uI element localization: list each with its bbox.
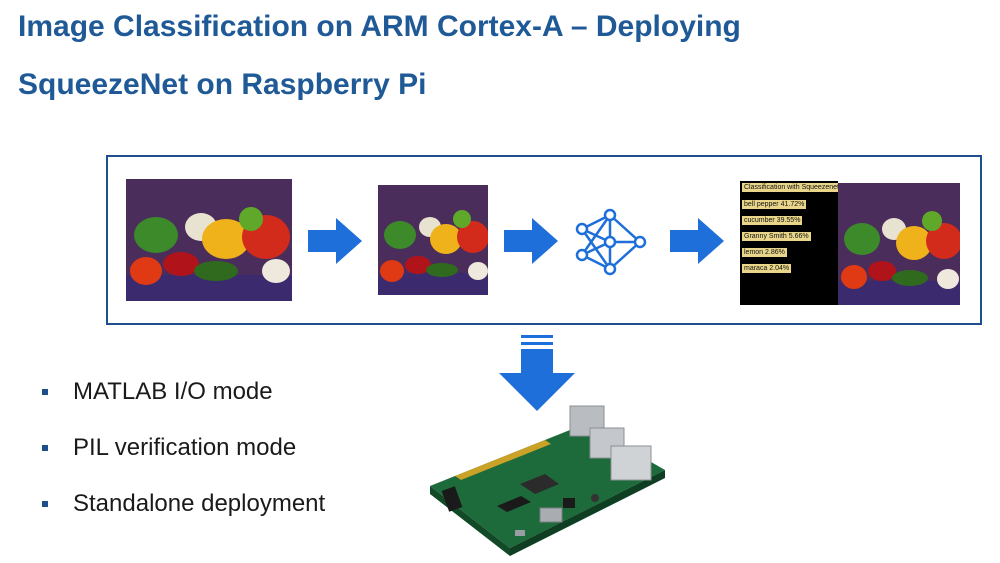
prediction-2: cucumber 39.55%: [742, 216, 803, 225]
feature-list: MATLAB I/O mode PIL verification mode St…: [40, 372, 325, 540]
neural-network-icon: [575, 208, 647, 276]
arrow-right-icon: [504, 218, 558, 264]
prediction-3: Granny Smith 5.66%: [742, 232, 811, 241]
result-title: Classification with Squeezenet: [742, 183, 841, 192]
list-item: MATLAB I/O mode: [40, 372, 325, 428]
arrow-right-icon: [670, 218, 724, 264]
bullet-icon: [42, 389, 48, 395]
list-item-text: PIL verification mode: [73, 434, 297, 461]
list-item: PIL verification mode: [40, 428, 325, 484]
prediction-5: maraca 2.04%: [742, 264, 792, 273]
raspberry-pi-board-image: [430, 405, 665, 556]
output-image-peppers: [838, 183, 960, 305]
list-item: Standalone deployment: [40, 484, 325, 540]
classification-result-panel: Classification with Squeezenet bell pepp…: [740, 181, 841, 305]
arrow-down-icon: [499, 335, 575, 411]
slide-title-line-2: SqueezeNet on Raspberry Pi: [18, 68, 427, 101]
pipeline-diagram: Classification with Squeezenet bell pepp…: [106, 155, 982, 325]
input-image-peppers: [126, 179, 292, 301]
list-item-text: Standalone deployment: [73, 490, 326, 517]
slide-title-line-1: Image Classification on ARM Cortex-A – D…: [18, 10, 741, 43]
resized-image-peppers: [378, 185, 488, 295]
arrow-right-icon: [308, 218, 362, 264]
bullet-icon: [42, 445, 48, 451]
prediction-4: lemon 2.86%: [742, 248, 787, 257]
list-item-text: MATLAB I/O mode: [73, 378, 273, 405]
bullet-icon: [42, 501, 48, 507]
prediction-1: bell pepper 41.72%: [742, 200, 807, 209]
